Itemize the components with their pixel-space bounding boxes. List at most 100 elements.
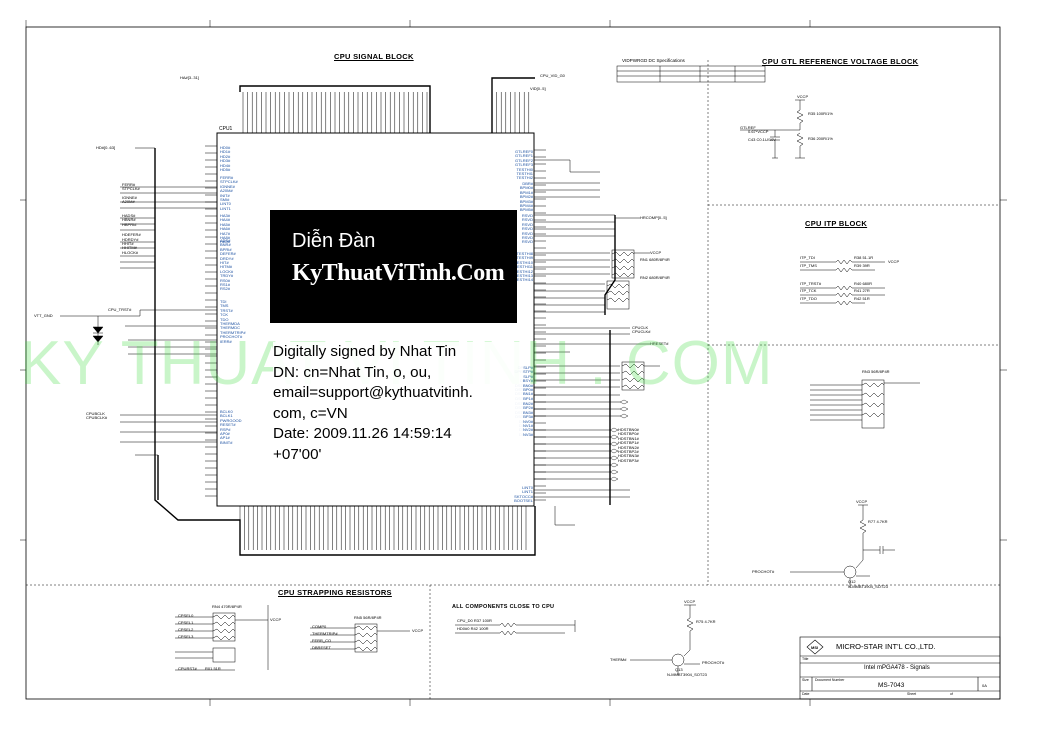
net-cpu-vid: CPU_VID_G0 xyxy=(540,73,565,78)
net-cpu-trst: CPU_TRST# xyxy=(108,307,132,312)
revision: 0A xyxy=(982,683,987,688)
strap-mid-vccp: VCCP xyxy=(412,628,424,633)
title-block-frame xyxy=(799,636,1001,700)
signature-line: +07'00' xyxy=(273,445,322,463)
cpu-pin-group-right-f: DSTBN2#DSTBP2#DSTBN3# DSTBP3#DINV0#DINV1… xyxy=(514,401,533,437)
strap-note: R01 51R xyxy=(205,666,221,671)
title-block: MSI MICRO-STAR INT'L CO.,LTD. Title Inte… xyxy=(800,637,1000,697)
therm-prochot: PROCHOT# xyxy=(702,660,725,665)
cpu-refdes: CPU1 xyxy=(219,126,233,132)
strap-rn-mid xyxy=(310,623,410,653)
itp-circuit xyxy=(800,259,885,306)
strap-rn-left xyxy=(175,605,269,671)
gtl-vccp: VCCP xyxy=(797,94,809,99)
msi-logo: MSI xyxy=(811,645,819,650)
prochot-r: R77 4.7KR xyxy=(868,519,888,524)
document-number: MS-7043 xyxy=(878,682,905,689)
rn-right-lower xyxy=(810,379,920,429)
strap-left-group: CPSEL0 CPSEL1 CPSEL2 CPSEL3 xyxy=(178,613,194,639)
signature-line: DN: cn=Nhat Tin, o, ou, xyxy=(273,363,432,381)
size-label: Size xyxy=(802,678,809,682)
itp-res-1: R39 39R xyxy=(854,263,870,268)
itp-res-0: R38 51.1R xyxy=(854,255,874,260)
prochot-q: Q12 xyxy=(848,579,856,584)
close-row-0: CPU_D0 R37 100R xyxy=(457,618,492,623)
offpage-connectors xyxy=(609,399,629,482)
gtl-r2: R36 200R/1% xyxy=(808,136,833,141)
forum-logo-line1: Diễn Đàn xyxy=(292,230,376,252)
signature-line: Digitally signed by Nhat Tin xyxy=(273,343,457,360)
rn1-label: RN1 680R/8P4R xyxy=(640,257,670,262)
cpu-bottom-pins xyxy=(239,506,527,550)
prochot-net: PROCHOT# xyxy=(752,569,775,574)
cpu-symbol xyxy=(216,132,535,507)
signature-line: com, c=VN xyxy=(273,404,348,422)
signature-line: email=support@kythuatvitinh. xyxy=(273,384,473,401)
digital-signature: Digitally signed by Nhat Tin DN: cn=Nhat… xyxy=(273,342,523,465)
date-label: Date xyxy=(802,692,810,696)
itp-line-2: ITP_TRST# xyxy=(800,281,822,286)
cpu-left-pins xyxy=(205,145,217,497)
right-wires xyxy=(534,159,650,526)
close-cpu-circuit xyxy=(455,620,576,636)
strap-mid-group: COMP0 THERMTRIP# FERR_CO DBRESET xyxy=(312,624,338,650)
rn5-label: RN5 56R/8P4R xyxy=(354,615,382,620)
close-row-1: HD0#0 R42 100R xyxy=(457,626,489,631)
section-title-cpu-signal: CPU SIGNAL BLOCK xyxy=(334,52,414,61)
bus-lines xyxy=(154,77,616,556)
section-title-gtl-ref: CPU GTL REFERENCE VOLTAGE BLOCK xyxy=(762,57,919,66)
section-title-itp: CPU ITP BLOCK xyxy=(805,219,868,228)
net-hdstb-group: HDSTBN0#HDSTBP0#HDSTBN1# HDSTBP1#HDSTBN2… xyxy=(618,427,639,463)
itp-res-2: R40 680R xyxy=(854,281,873,286)
vid-spec-title: VIDPWRGD DC Specifications xyxy=(622,58,685,63)
cpu-pin-group-left-d: ADS#BNR#BPRI# DEFER#DRDY#HIT# HITM#LOCK#… xyxy=(220,238,236,292)
rn-networks xyxy=(606,249,660,391)
therm-net: THERM# xyxy=(610,657,627,662)
prochot-q-part: N-MMBT3904_SOT23 xyxy=(848,584,888,589)
cpu-top-pins xyxy=(242,92,530,133)
forum-logo-box: Diễn Đàn KyThuatViTinh.Com xyxy=(270,210,517,323)
strap-cap: CPURST# xyxy=(178,666,197,671)
therm-q: Q13 xyxy=(675,667,683,672)
itp-vccp: VCCP xyxy=(888,259,900,264)
prochot-vccp: VCCP xyxy=(856,499,868,504)
section-title-close-cpu: ALL COMPONENTS CLOSE TO CPU xyxy=(452,604,555,610)
net-vccp-rn: VCCP xyxy=(650,250,662,255)
net-hd-bus: HD#[0..63] xyxy=(96,145,116,150)
net-ha-bus: HA#[3..31] xyxy=(180,75,199,80)
cpu-pin-group-left-a: HD0#HD1#HD2# HD3#HD4#HD5# xyxy=(220,145,231,173)
vtt-diode xyxy=(92,326,104,343)
section-title-strapping: CPU STRAPPING RESISTORS xyxy=(278,588,392,597)
therm-vccp: VCCP xyxy=(684,599,696,604)
gtl-cap: C43 C0.1U/10V xyxy=(748,137,777,142)
gtl-r1: R35 100R/1% xyxy=(808,111,833,116)
therm-q-part: N-MMBT3904_SOT23 xyxy=(667,672,707,677)
cpu-pin-group-left-c: HA3#HA4#HA5# HA6#HA7#HA8# HA9# xyxy=(220,213,231,245)
net-hreset: HRESET# xyxy=(650,341,669,346)
net-group-left-d: HADS#HBNR#HBPRI# HDEFER#HDRDY#HHIT# HHIT… xyxy=(122,213,141,255)
left-wires xyxy=(60,147,217,456)
itp-res-3: R41 27R xyxy=(854,288,870,293)
docno-label: Document Number xyxy=(815,678,845,682)
therm-transistor xyxy=(630,604,700,675)
therm-r: R75 4.7KR xyxy=(696,619,716,624)
itp-line-3: ITP_TCK xyxy=(800,288,817,293)
vid-spec-table xyxy=(616,65,766,83)
rn4-label: RN4 470R/8P4R xyxy=(212,604,242,609)
forum-logo-line2: KyThuatViTinh.Com xyxy=(292,260,505,286)
strap-vccp: VCCP xyxy=(270,617,282,622)
net-group-left-b: FERR#STPCLK# IGNNE#A20M# xyxy=(122,182,140,205)
itp-line-4: ITP_TDO xyxy=(800,296,817,301)
border-ticks xyxy=(20,20,1007,706)
title-label: Title xyxy=(802,657,809,661)
gtl-ref-circuit xyxy=(740,99,805,159)
gtl-net: GTLREF xyxy=(740,125,756,130)
sheet-border xyxy=(25,26,1001,700)
